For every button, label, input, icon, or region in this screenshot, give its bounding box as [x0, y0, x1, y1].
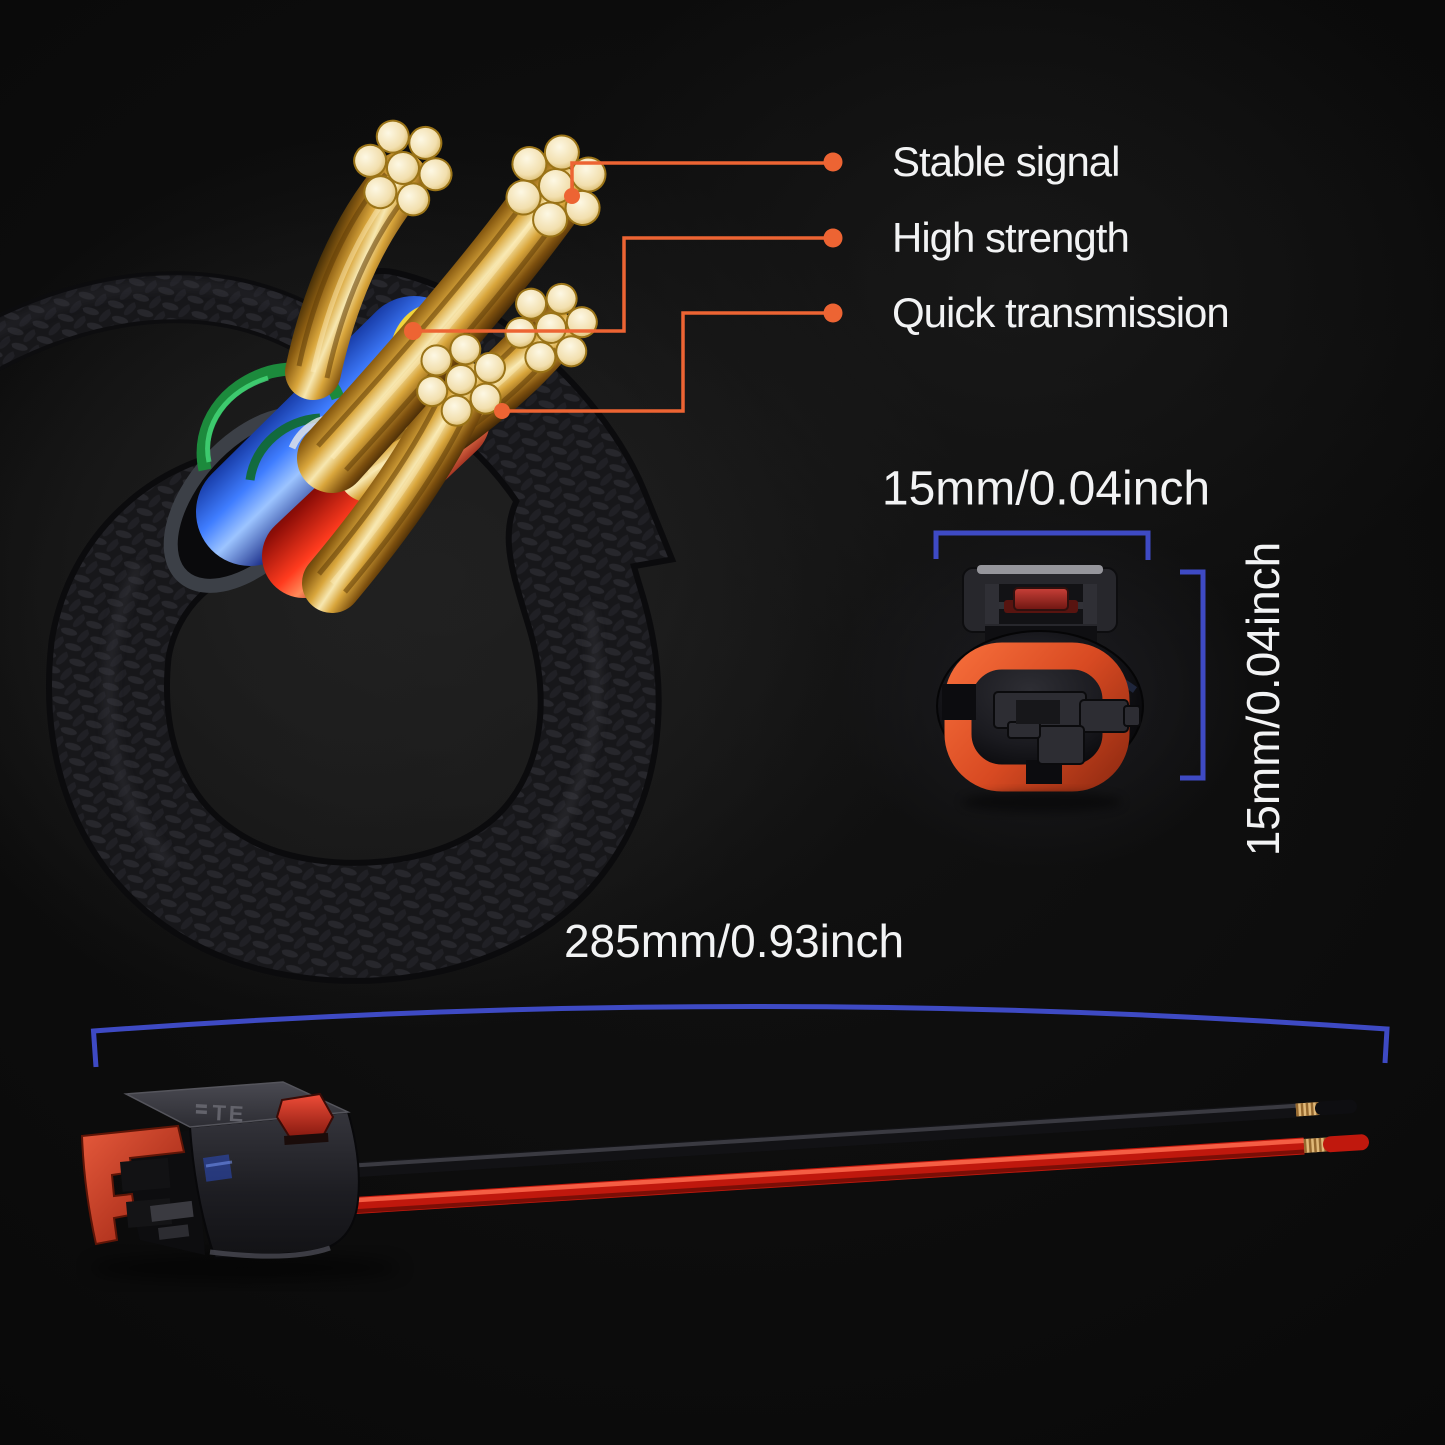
feature-label-quick-transmission: Quick transmission [892, 289, 1230, 336]
width-dimension-bracket [933, 530, 1151, 560]
callout-dot [404, 322, 422, 340]
red-wire [314, 1134, 1369, 1217]
feature-label-high-strength: High strength [892, 214, 1130, 261]
strand-tip-cluster [353, 119, 607, 427]
callout-line-stable-signal [570, 161, 833, 196]
dimension-height-label: 15mm/0.04inch [1237, 541, 1289, 857]
pigtail-connector-photo: TE [80, 1081, 1369, 1281]
feature-label-stable-signal: Stable signal [892, 138, 1120, 185]
callout-line-quick-transmission [502, 311, 833, 413]
dimension-width-label: 15mm/0.04inch [881, 462, 1211, 516]
callout-line-high-strength [413, 236, 833, 333]
brand-marking: TE [195, 1100, 247, 1127]
callout-dot [564, 188, 580, 204]
length-dimension-arc [90, 1004, 1390, 1068]
feature-bullet [823, 152, 843, 172]
connector-front-view-photo [936, 565, 1144, 812]
copper-strand-bundles [285, 119, 607, 613]
feature-callouts [404, 161, 833, 419]
svg-text:TE: TE [212, 1100, 247, 1127]
feature-bullet [823, 303, 843, 323]
braided-cable-photo [0, 119, 677, 984]
terminal-pin [150, 1200, 194, 1222]
black-wire [317, 1099, 1357, 1180]
dimension-length-label: 285mm/0.93inch [563, 915, 905, 967]
height-dimension-bracket [1180, 569, 1206, 781]
keying-tab [1013, 587, 1069, 611]
feature-bullet [823, 228, 843, 248]
callout-dot [494, 403, 510, 419]
